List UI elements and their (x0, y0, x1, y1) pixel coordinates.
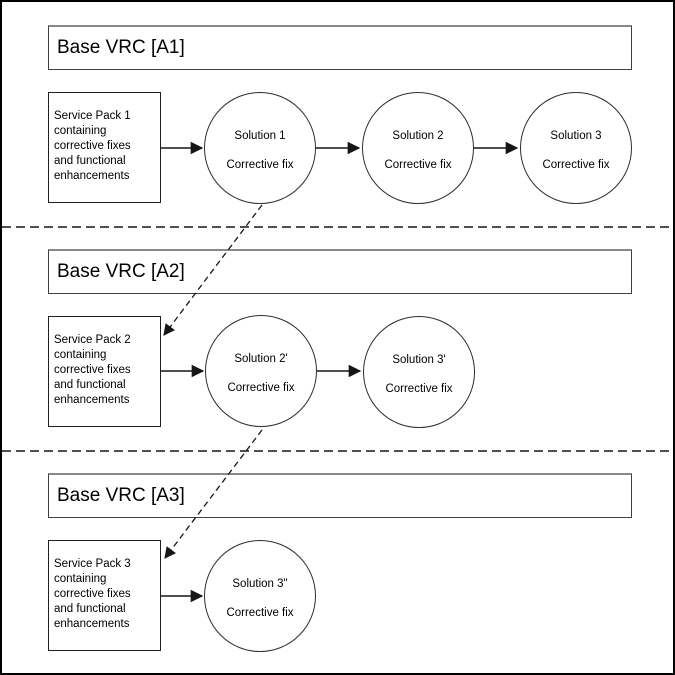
base-vrc-a2-box: Base VRC [A2] (48, 249, 632, 294)
solution-3-doubleprime-fix: Corrective fix (226, 606, 294, 619)
solution-3-prime-circle: Solution 3' Corrective fix (363, 316, 475, 428)
base-vrc-a1-label: Base VRC [A1] (57, 37, 185, 58)
solution-2-circle: Solution 2 Corrective fix (362, 92, 474, 204)
base-vrc-a1-box: Base VRC [A1] (48, 25, 632, 70)
base-vrc-a3-box: Base VRC [A3] (48, 473, 632, 518)
solution-1-name: Solution 1 (234, 129, 286, 142)
solution-1-fix: Corrective fix (226, 158, 294, 171)
solution-3-prime-fix: Corrective fix (385, 382, 453, 395)
solution-3-prime-name: Solution 3' (392, 353, 446, 366)
solution-3-doubleprime-circle: Solution 3" Corrective fix (204, 540, 316, 652)
solution-3-fix: Corrective fix (542, 158, 610, 171)
solution-3-doubleprime-name: Solution 3" (232, 577, 288, 590)
solution-2-prime-fix: Corrective fix (227, 381, 295, 394)
solution-3-circle: Solution 3 Corrective fix (520, 92, 632, 204)
solution-2-prime-name: Solution 2' (234, 352, 288, 365)
base-vrc-a3-label: Base VRC [A3] (57, 485, 185, 506)
base-vrc-a2-label: Base VRC [A2] (57, 261, 185, 282)
solution-3-name: Solution 3 (550, 129, 602, 142)
solution-2-name: Solution 2 (392, 129, 444, 142)
solution-2-prime-circle: Solution 2' Corrective fix (205, 315, 317, 427)
service-pack-3-box: Service Pack 3 containing corrective fix… (48, 540, 161, 651)
solution-1-circle: Solution 1 Corrective fix (204, 92, 316, 204)
service-pack-1-box: Service Pack 1 containing corrective fix… (48, 92, 161, 203)
service-pack-2-box: Service Pack 2 containing corrective fix… (48, 316, 161, 427)
solution-2-fix: Corrective fix (384, 158, 452, 171)
